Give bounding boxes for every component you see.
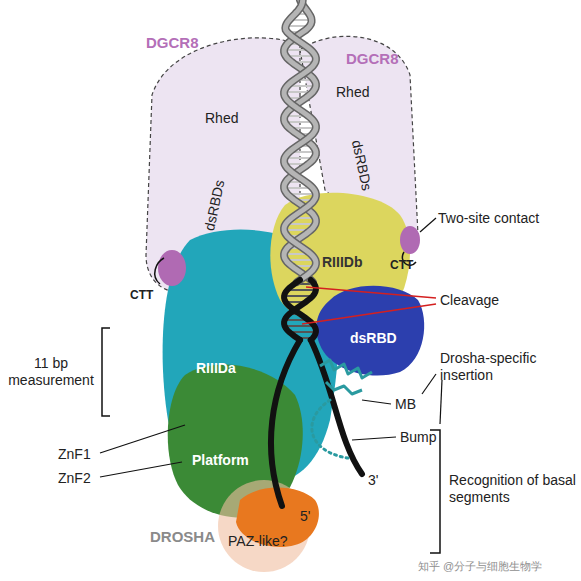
cleavage-line xyxy=(306,287,436,298)
domain-label: RIIIDb xyxy=(322,254,362,271)
callout-label: ZnF2 xyxy=(58,470,91,487)
strand-end-label: 3' xyxy=(368,472,378,489)
callout-label: Two-site contact xyxy=(438,210,539,227)
strand-end-label: 5' xyxy=(300,508,310,525)
cleavage-line xyxy=(302,304,436,324)
ctt-domain xyxy=(400,226,420,254)
leader-line xyxy=(100,462,182,477)
callout-label: Cleavage xyxy=(440,292,499,309)
rna-strand xyxy=(284,280,316,340)
callout-label: ZnF1 xyxy=(58,446,91,463)
domain-label: PAZ-like? xyxy=(228,533,288,550)
rna-strand xyxy=(284,0,316,282)
domain-label: dsRBD xyxy=(350,330,397,347)
protein-name: DGCR8 xyxy=(346,50,399,68)
mb-loop xyxy=(312,400,348,458)
callout-label: MB xyxy=(395,396,416,413)
domain-surface xyxy=(316,286,424,376)
leader-line xyxy=(422,374,436,394)
mb-helix xyxy=(320,360,372,394)
protein-name: DROSHA xyxy=(150,528,215,546)
domain-label: Rhed xyxy=(336,84,369,101)
bracket xyxy=(102,328,110,416)
domain-label: CTT xyxy=(390,258,413,272)
domain-label: CTT xyxy=(130,288,153,302)
ctt-domain xyxy=(158,250,186,286)
rna-5prime-strand xyxy=(271,340,300,506)
bracket xyxy=(430,430,440,553)
dsrbd-domain: dsRBD xyxy=(312,278,430,382)
watermark: 知乎 @分子与细胞生物学 xyxy=(418,560,542,573)
rna-strand xyxy=(284,0,316,282)
rna-hairpin xyxy=(271,0,362,506)
leader-line xyxy=(352,437,396,440)
domain-label: RIIIDa xyxy=(196,360,236,377)
leader-line xyxy=(362,400,391,404)
paz-like-domain-shape xyxy=(212,476,324,576)
rna-strand xyxy=(284,0,316,282)
leader-line xyxy=(420,218,436,232)
rna-strand xyxy=(284,0,316,282)
domain-label: Rhed xyxy=(205,110,238,127)
callout-label: Recognition of basal segments xyxy=(449,472,577,506)
leader-line xyxy=(440,380,442,424)
callout-label: Drosha-specific insertion xyxy=(440,350,560,384)
callout-label: Bump xyxy=(400,429,437,446)
measurement-label: 11 bp measurement xyxy=(4,355,98,389)
ctt-tail xyxy=(155,258,164,284)
protein-name: DGCR8 xyxy=(146,34,199,52)
domain-label: Platform xyxy=(192,452,249,469)
rna-3prime-strand xyxy=(311,340,362,474)
paz-like-domain: PAZ-like? xyxy=(212,476,324,576)
rna-strand xyxy=(284,280,316,340)
leader-line xyxy=(100,425,185,453)
